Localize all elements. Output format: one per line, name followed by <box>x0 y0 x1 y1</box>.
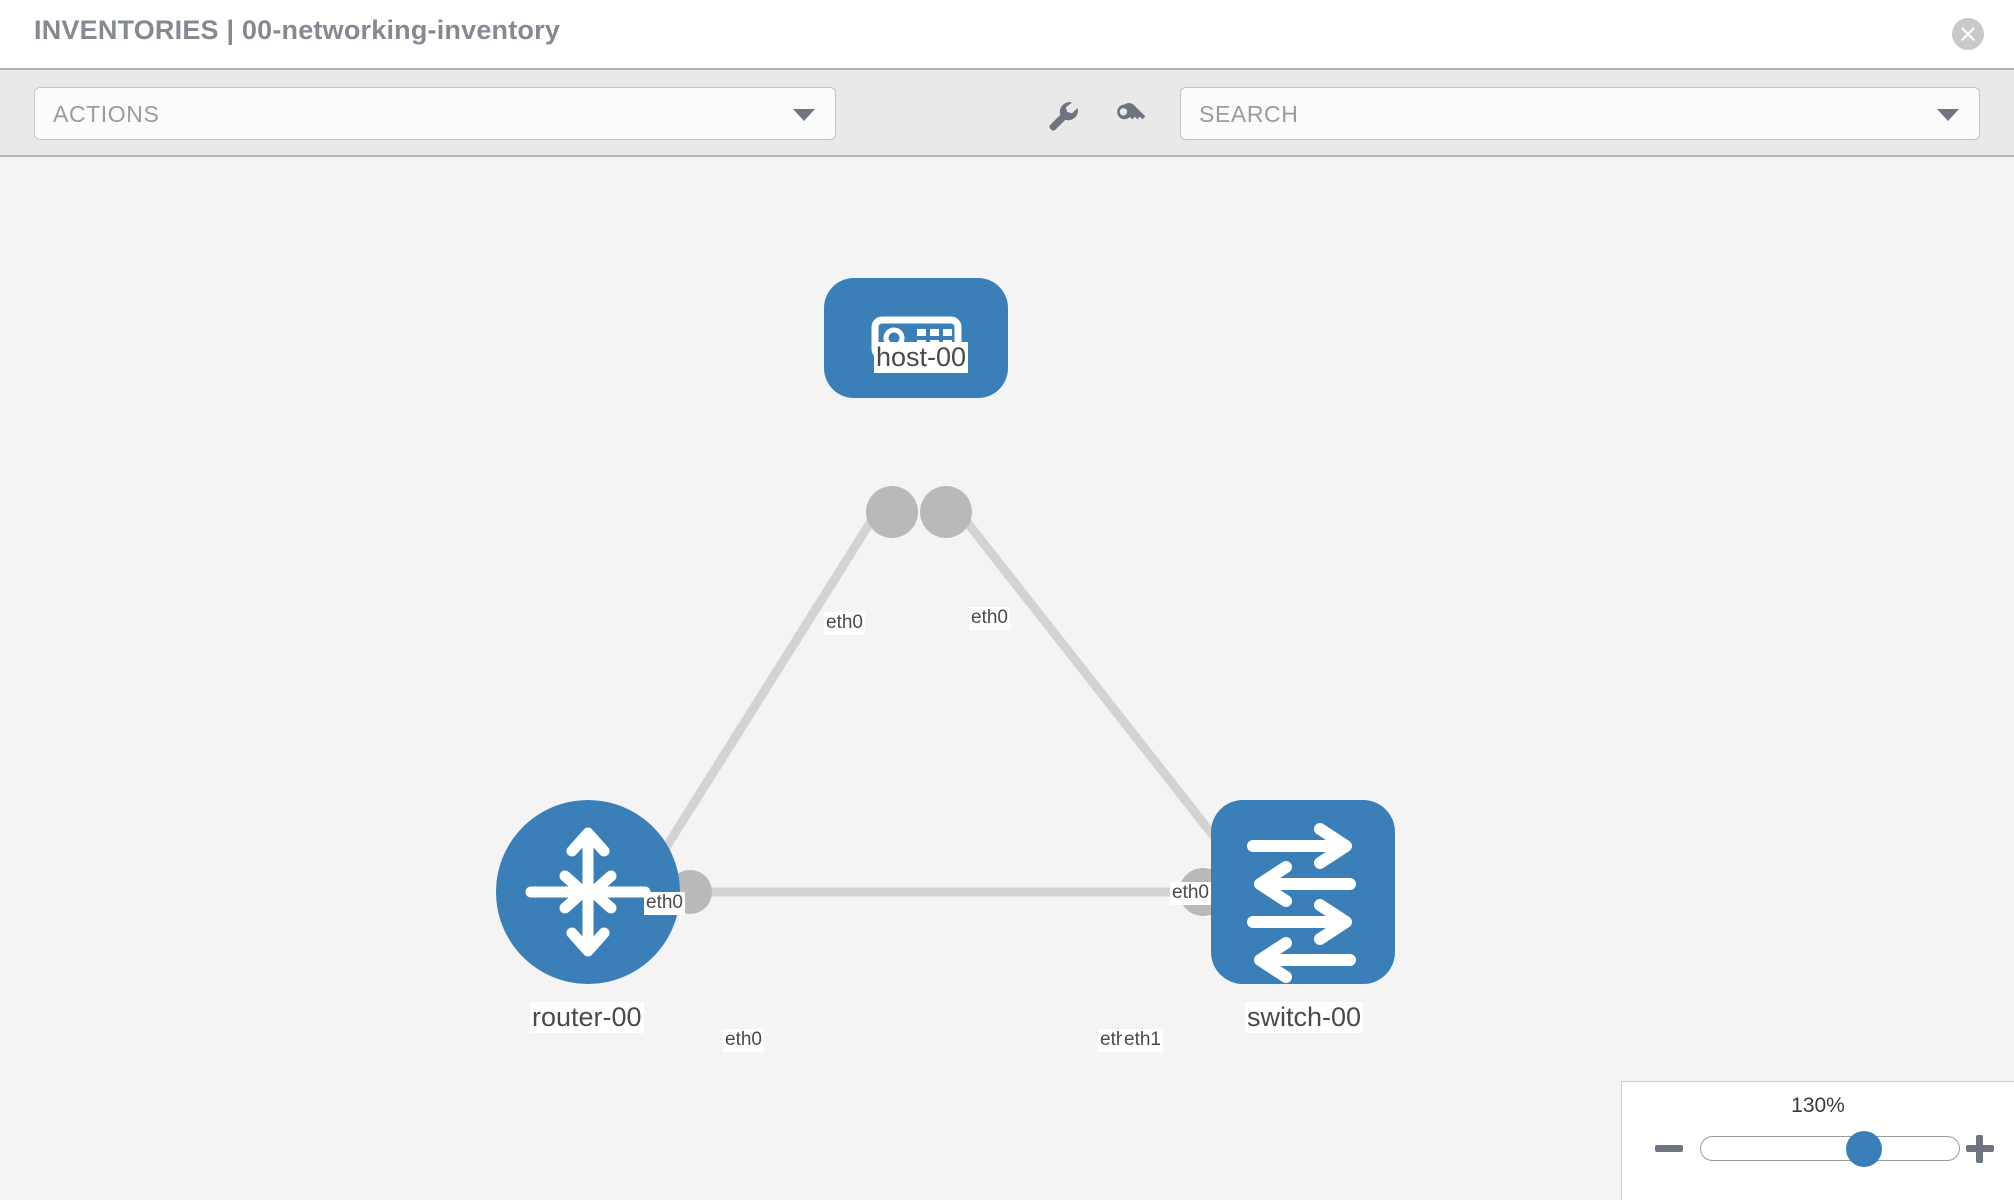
iface-label-switch00-eth1: eth1 <box>1122 1029 1163 1052</box>
zoom-slider-thumb[interactable] <box>1845 1131 1882 1167</box>
node-switch-00[interactable] <box>1211 800 1395 984</box>
zoom-percent-label: 130% <box>1791 1094 1845 1117</box>
node-label-router-00: router-00 <box>530 1002 644 1034</box>
node-label-host-00: host-00 <box>874 342 969 374</box>
window-titlebar: INVENTORIES | 00-networking-inventory <box>0 0 2014 68</box>
actions-dropdown[interactable]: ACTIONS <box>34 87 836 140</box>
toolbar: ACTIONS SEARCH <box>0 68 2014 157</box>
node-host-00[interactable] <box>824 278 1008 398</box>
key-icon[interactable] <box>1110 94 1150 134</box>
zoom-out-button[interactable] <box>1652 1131 1686 1165</box>
topology-links <box>656 504 1234 897</box>
topology-graph <box>496 278 1395 984</box>
actions-dropdown-label: ACTIONS <box>53 101 160 127</box>
zoom-in-button[interactable] <box>1963 1131 1997 1165</box>
iface-label-host00-left: eth0 <box>824 612 865 635</box>
close-icon[interactable] <box>1952 18 1984 50</box>
node-router-00[interactable] <box>496 800 680 984</box>
port-host00-right[interactable] <box>920 486 972 538</box>
link-host00-switch00[interactable] <box>951 504 1234 860</box>
search-input[interactable]: SEARCH <box>1180 87 1980 140</box>
topology-canvas[interactable]: host-00 router-00 switch-00 eth0 eth0 et… <box>0 157 2014 1200</box>
port-host00-left[interactable] <box>866 486 918 538</box>
iface-label-host00-right: eth0 <box>969 607 1010 630</box>
page-title: INVENTORIES | 00-networking-inventory <box>34 15 561 45</box>
iface-label-router00-eth0: eth0 <box>723 1029 764 1052</box>
zoom-slider-track[interactable] <box>1700 1131 1960 1167</box>
iface-label-router00-uplink: eth0 <box>644 892 685 915</box>
chevron-down-icon <box>793 109 815 121</box>
wrench-icon[interactable] <box>1042 94 1082 134</box>
zoom-control-panel: 130% <box>1621 1081 2014 1200</box>
chevron-down-icon <box>1937 109 1959 121</box>
link-host00-router00[interactable] <box>656 504 884 860</box>
switch-arrows-icon <box>1247 823 1356 983</box>
iface-label-switch00-uplink: eth0 <box>1170 882 1211 905</box>
node-label-switch-00: switch-00 <box>1245 1002 1364 1034</box>
search-placeholder: SEARCH <box>1199 101 1299 127</box>
router-arrows-icon <box>525 827 651 957</box>
